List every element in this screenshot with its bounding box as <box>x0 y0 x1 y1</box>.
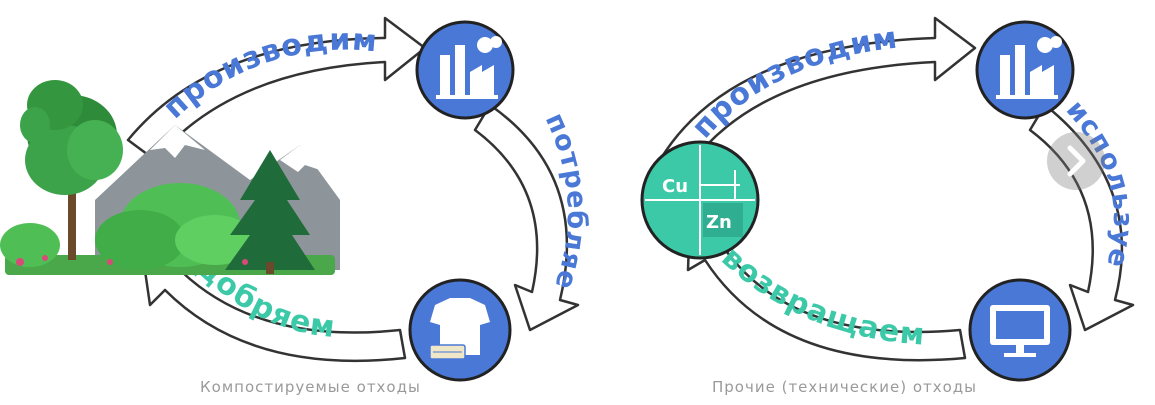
factory-icon <box>436 36 502 99</box>
next-slide-button[interactable] <box>1047 132 1105 190</box>
chevron-right-icon <box>1067 145 1086 177</box>
element-cu: Cu <box>662 176 688 197</box>
monitor-icon <box>990 305 1050 357</box>
nature-icon <box>0 80 340 275</box>
left-cycle: производим потребляем удобряем <box>0 0 591 382</box>
label-produce-right: производим <box>685 20 900 145</box>
caption-compostable-waste: Компостируемые отходы <box>200 378 421 396</box>
elements-node: Cu Zn <box>640 140 760 260</box>
factory-node-right <box>975 20 1075 120</box>
factory-node-left <box>415 20 515 120</box>
caption-technical-waste: Прочие (технические) отходы <box>712 378 978 396</box>
arrow-produce-right <box>658 16 977 167</box>
arrow-consume-left <box>473 103 580 332</box>
tshirt-icon <box>429 298 490 360</box>
element-zn: Zn <box>706 212 732 233</box>
tshirt-node-left <box>408 278 512 382</box>
monitor-node <box>968 278 1072 382</box>
factory-icon <box>996 36 1062 99</box>
elements-icon <box>645 145 755 255</box>
